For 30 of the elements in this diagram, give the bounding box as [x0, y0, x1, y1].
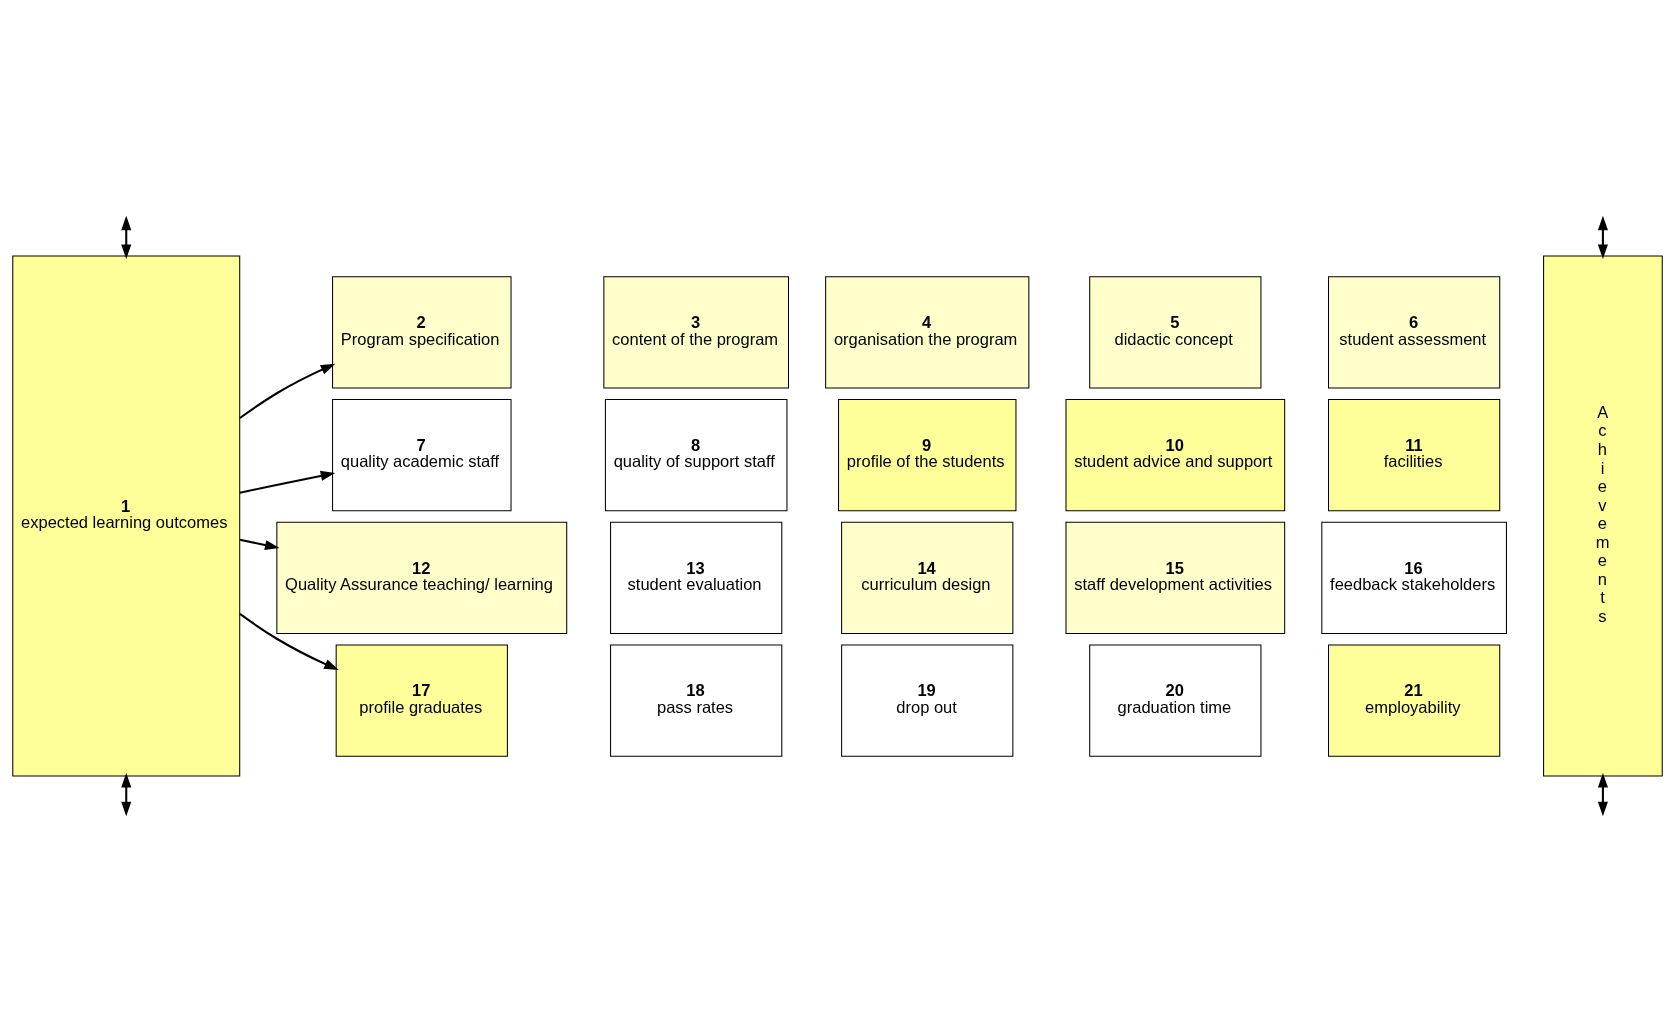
node-box: 11 facilities: [1328, 398, 1501, 512]
node-box: 6 student assessment: [1328, 276, 1501, 389]
node-box: 1 expected learning outcomes: [12, 255, 241, 777]
node-box: 16 feedback stakeholders: [1321, 521, 1507, 635]
node-box: 12 Quality Assurance teaching/ learning: [276, 521, 568, 635]
node-box: 5 didactic concept: [1089, 276, 1262, 389]
node-box: 13 student evaluation: [610, 521, 783, 635]
node-box: 2 Program specification: [332, 276, 512, 389]
arrow: [239, 538, 280, 551]
arrow: [121, 773, 132, 817]
node-box: 3 content of the program: [603, 276, 789, 389]
node-box: 17 profile graduates: [335, 644, 508, 757]
node-box: Achievements: [1543, 255, 1663, 777]
arrow: [239, 613, 339, 671]
node-box: 14 curriculum design: [841, 521, 1014, 635]
node-box: 9 profile of the students: [838, 398, 1017, 512]
arrow: [121, 215, 132, 259]
node-box: 20 graduation time: [1089, 644, 1262, 757]
node-box: 18 pass rates: [610, 644, 783, 757]
node-box: 8 quality of support staff: [604, 398, 788, 512]
node-box: 21 employability: [1328, 644, 1501, 757]
arrow: [1597, 773, 1608, 817]
arrow: [1597, 215, 1608, 259]
arrow: [239, 470, 336, 494]
node-box: 7 quality academic staff: [332, 398, 512, 512]
node-box: 19 drop out: [841, 644, 1014, 757]
node-box: 4 organisation the program: [825, 276, 1030, 389]
arrow: [239, 363, 336, 419]
node-box: 15 staff development activities: [1065, 521, 1286, 635]
node-box: 10 student advice and support: [1065, 398, 1286, 512]
